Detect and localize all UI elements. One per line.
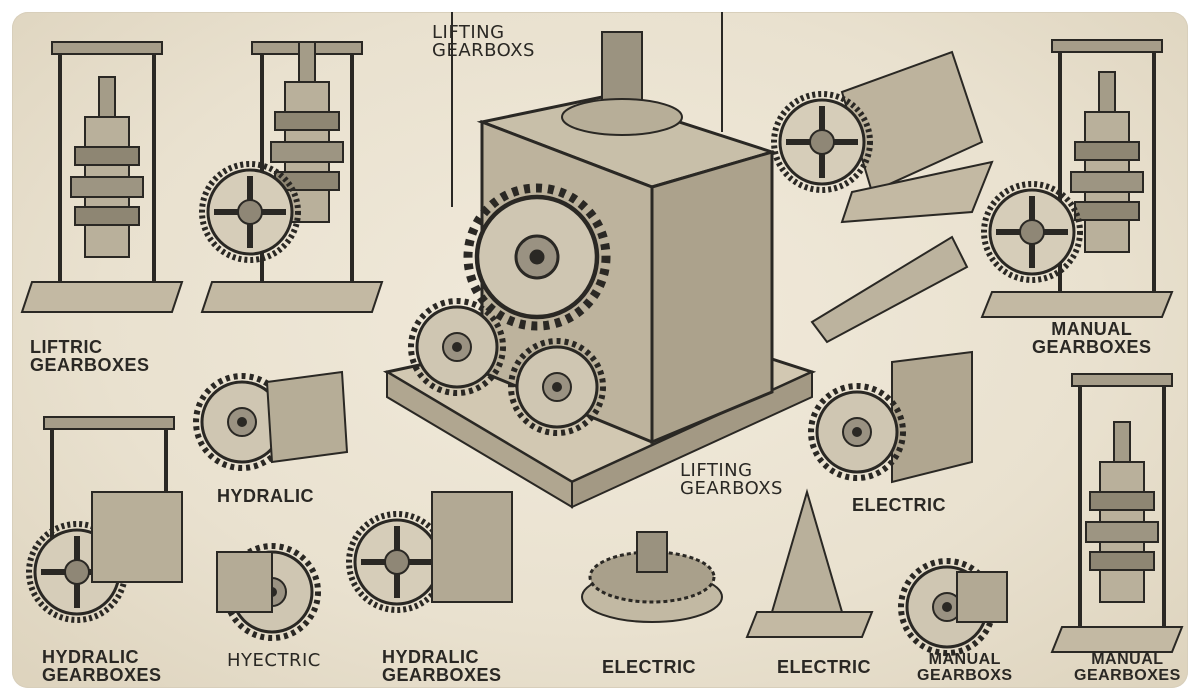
- illustration-frame: LIFTING GEARBOXS LIFTRIC GEARBOXES MANUA…: [12, 12, 1188, 688]
- gearbox-top-right: [774, 50, 994, 224]
- lifting-frame-right: [980, 39, 1174, 318]
- label-manual-gearboxs: MANUAL GEARBOXS: [917, 651, 1013, 684]
- label-hyectric: HYECTRIC: [227, 650, 321, 671]
- label-electric-bottom-b: ELECTRIC: [777, 657, 871, 677]
- label-title-top: LIFTING GEARBOXS: [432, 22, 535, 61]
- central-gearbox: [382, 12, 817, 509]
- label-electric-right: ELECTRIC: [852, 495, 946, 515]
- lifting-frame-bottom-right: [1050, 373, 1184, 653]
- frame-unit-bottom-left: [29, 416, 183, 620]
- shaft-gearbox-right: [811, 235, 973, 484]
- hyectric-unit: [216, 546, 318, 638]
- label-hydralic: HYDRALIC: [217, 486, 314, 506]
- manual-unit-bottom: [901, 561, 1008, 653]
- label-hydralic-gearboxes-center: HYDRALIC GEARBOXES: [382, 647, 502, 685]
- label-electric-bottom-a: ELECTRIC: [602, 657, 696, 677]
- electric-unit-bottom-a: [581, 531, 723, 623]
- hydraulic-gearbox-center-unit: [349, 491, 513, 610]
- electric-unit-bottom-b: [745, 488, 874, 638]
- gearbox-illustration-art: [20, 12, 1184, 688]
- lifting-frame-2: [202, 41, 384, 313]
- lifting-frame-left: [20, 41, 184, 313]
- label-hydralic-gearboxes-left: HYDRALIC GEARBOXES: [42, 647, 162, 685]
- label-lifting-gearboxs-center: LIFTING GEARBOXS: [680, 460, 783, 499]
- label-liftric-gearboxes: LIFTRIC GEARBOXES: [30, 337, 150, 375]
- label-manual-gearboxes-bottom: MANUAL GEARBOXES: [1074, 651, 1181, 684]
- hydraulic-unit: [196, 370, 349, 468]
- label-manual-gearboxes-right: MANUAL GEARBOXES: [1032, 319, 1152, 357]
